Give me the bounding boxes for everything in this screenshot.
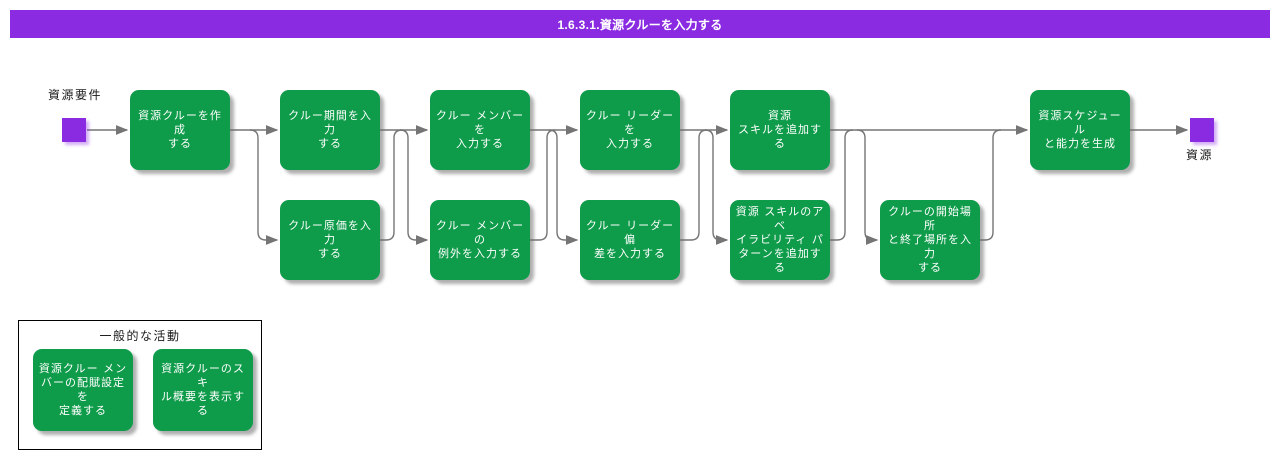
end-event-square[interactable] — [1190, 118, 1214, 142]
activity-label: クルーの開始場所 と終了場所を入力 する — [888, 205, 972, 274]
activity-label: 資源クルーを作成 する — [138, 109, 222, 150]
activity-label: 資源スケジュール と能力を生成 — [1038, 109, 1122, 150]
legend-box: 一般的な活動 資源クルー メン バーの配賦設定を 定義する 資源クルーのスキ ル… — [18, 320, 262, 450]
start-event-square[interactable] — [62, 118, 86, 142]
end-event-label: 資源 — [1186, 148, 1214, 162]
activity-label: 資源 スキルのアベ イラビリティ パ ターンを追加する — [735, 205, 825, 274]
start-event-label: 資源要件 — [48, 88, 103, 102]
activity-enter-crew-members[interactable]: クルー メンバーを 入力する — [430, 90, 530, 170]
legend-title: 一般的な活動 — [99, 329, 181, 343]
activity-enter-crew-leader-deviation[interactable]: クルー リーダー偏 差を入力する — [580, 200, 680, 280]
activity-label: 資源クルー メン バーの配賦設定を 定義する — [38, 362, 128, 417]
activity-label: クルー期間を入力 する — [288, 109, 372, 150]
diagram-title-bar: 1.6.3.1.資源クルーを入力する — [10, 10, 1270, 38]
activity-label: 資源 スキルを追加する — [738, 109, 822, 150]
activity-label: クルー リーダー偏 差を入力する — [585, 219, 675, 260]
activity-label: クルー メンバーを 入力する — [435, 109, 525, 150]
legend-activity-define-allocation[interactable]: 資源クルー メン バーの配賦設定を 定義する — [33, 349, 133, 431]
activity-create-resource-crew[interactable]: 資源クルーを作成 する — [130, 90, 230, 170]
activity-generate-resource-schedule[interactable]: 資源スケジュール と能力を生成 — [1030, 90, 1130, 170]
activity-enter-crew-leader[interactable]: クルー リーダーを 入力する — [580, 90, 680, 170]
activity-add-resource-skills[interactable]: 資源 スキルを追加する — [730, 90, 830, 170]
activity-enter-crew-member-exceptions[interactable]: クルー メンバーの 例外を入力する — [430, 200, 530, 280]
activity-enter-crew-start-end-locations[interactable]: クルーの開始場所 と終了場所を入力 する — [880, 200, 980, 280]
activity-label: クルー リーダーを 入力する — [585, 109, 675, 150]
page-title: 1.6.3.1.資源クルーを入力する — [557, 17, 723, 32]
legend-activity-show-skill-overview[interactable]: 資源クルーのスキ ル概要を表示する — [153, 349, 253, 431]
activity-label: クルー原価を入力 する — [288, 219, 372, 260]
activity-label: 資源クルーのスキ ル概要を表示する — [161, 362, 245, 417]
activity-enter-crew-duration[interactable]: クルー期間を入力 する — [280, 90, 380, 170]
activity-label: クルー メンバーの 例外を入力する — [435, 219, 525, 260]
activity-add-skill-availability-pattern[interactable]: 資源 スキルのアベ イラビリティ パ ターンを追加する — [730, 200, 830, 280]
activity-enter-crew-costs[interactable]: クルー原価を入力 する — [280, 200, 380, 280]
